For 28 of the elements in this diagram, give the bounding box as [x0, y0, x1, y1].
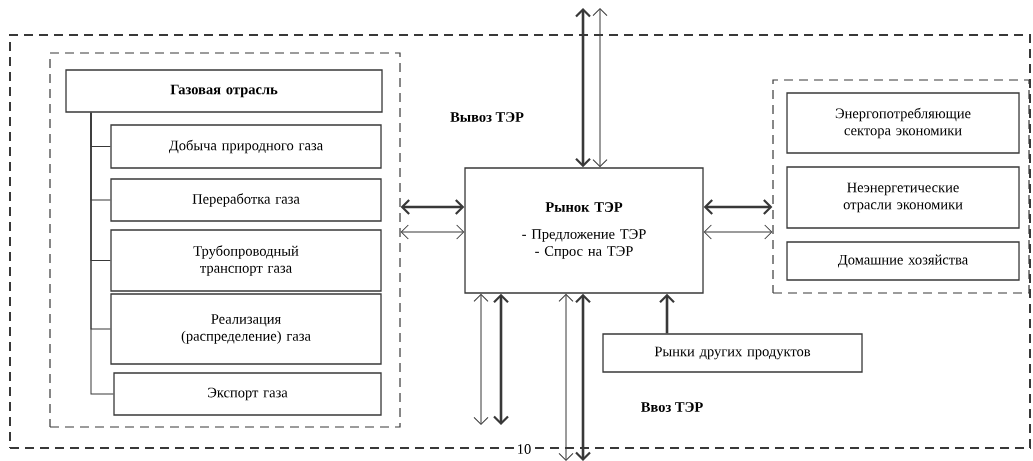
- process-box: Неэнергетические отрасли экономики: [786, 166, 1020, 229]
- double-arrow: [592, 8, 608, 168]
- process-box: Переработка газа: [110, 178, 382, 222]
- dashed-group-frame: [772, 79, 1030, 294]
- double-arrow: [575, 8, 591, 168]
- process-box: Рынки других продуктов: [602, 333, 863, 373]
- arrow: [659, 293, 675, 334]
- double-arrow: [493, 293, 509, 425]
- flow-label: Вывоз ТЭР: [449, 111, 525, 123]
- process-box: Трубопроводный транспорт газа: [110, 229, 382, 292]
- process-box: Газовая отрасль: [65, 69, 383, 113]
- process-box: Экспорт газа: [113, 372, 382, 416]
- process-box: Добыча природного газа: [110, 124, 382, 169]
- flow-label: Ввоз ТЭР: [639, 401, 705, 413]
- double-arrow: [400, 224, 465, 240]
- page-number: 10: [515, 443, 533, 455]
- process-box: Реализация (распределение) газа: [110, 293, 382, 365]
- process-box: Домашние хозяйства: [786, 241, 1020, 281]
- double-arrow: [575, 293, 591, 461]
- double-arrow: [703, 199, 773, 215]
- double-arrow: [473, 293, 489, 425]
- double-arrow: [558, 293, 574, 461]
- process-box: Энергопотребляющие сектора экономики: [786, 92, 1020, 154]
- double-arrow: [400, 199, 465, 215]
- connector-line: [90, 112, 114, 395]
- double-arrow: [703, 224, 773, 240]
- market-box: Рынок ТЭР - Предложение ТЭР - Спрос на ТЭР: [464, 167, 704, 294]
- dashed-group-frame: [49, 52, 401, 428]
